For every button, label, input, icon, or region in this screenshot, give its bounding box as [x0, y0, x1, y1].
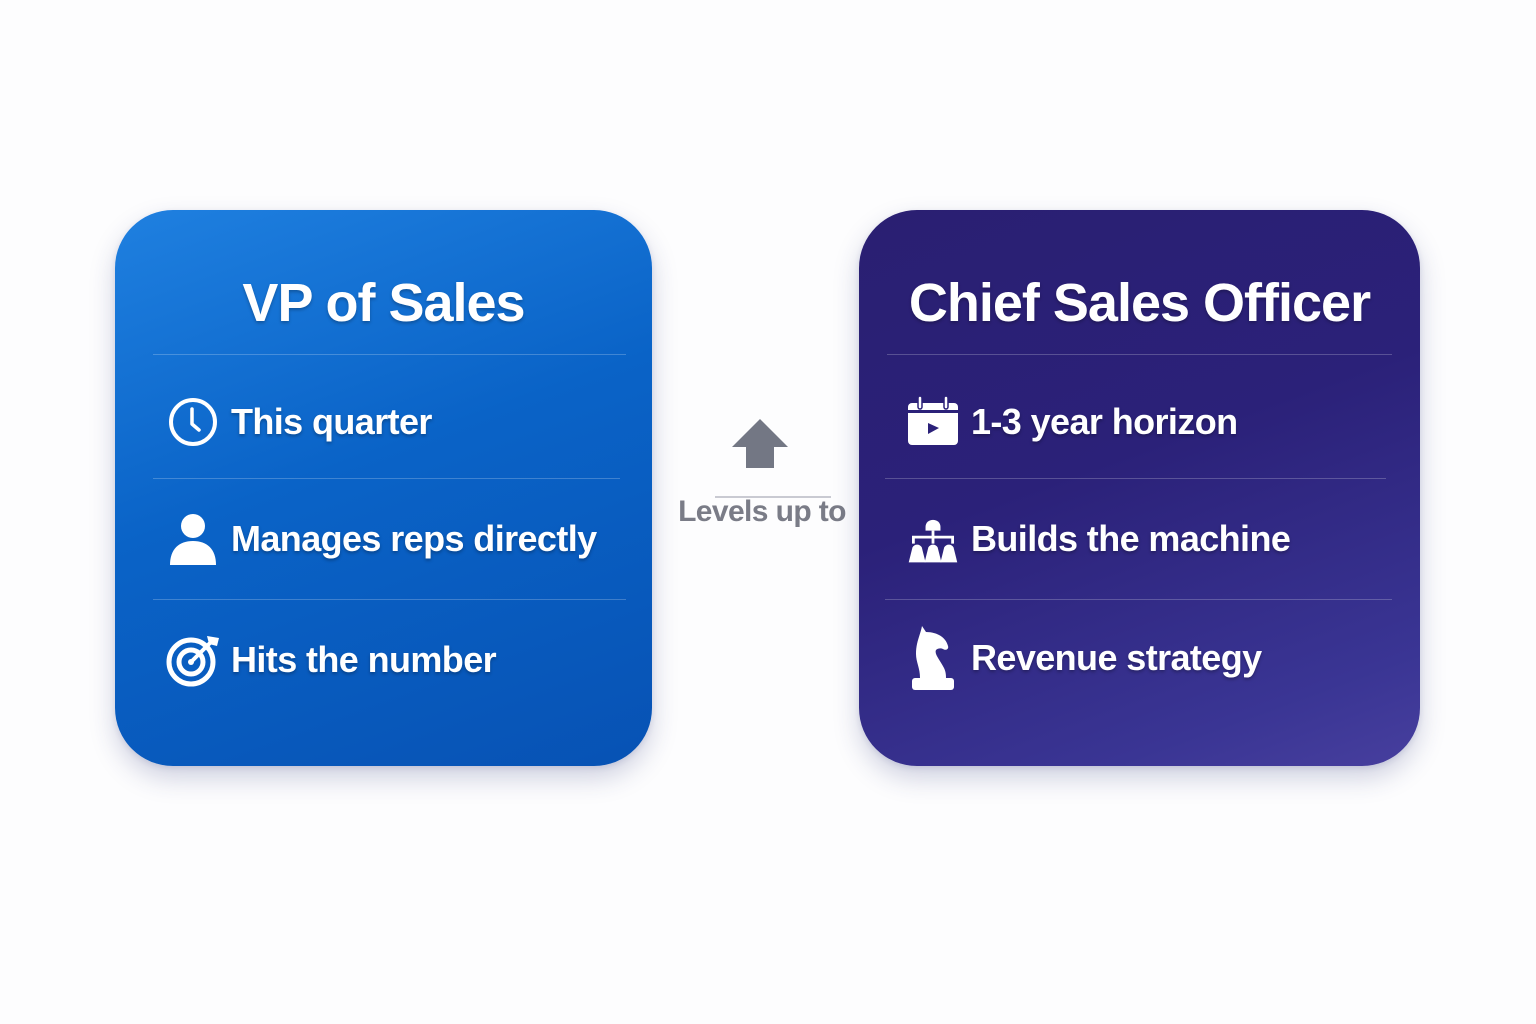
- list-item: 1-3 year horizon: [859, 392, 1420, 452]
- person-icon: [165, 511, 221, 567]
- divider: [153, 599, 626, 600]
- item-label: 1-3 year horizon: [971, 401, 1238, 442]
- vp-of-sales-card: VP of Sales This quarter Manages reps di…: [115, 210, 652, 766]
- item-label: Hits the number: [231, 639, 497, 680]
- clock-icon: [165, 394, 221, 450]
- chess-knight-icon: [905, 626, 961, 690]
- org-chart-icon: [905, 511, 961, 567]
- divider: [885, 599, 1392, 600]
- divider: [153, 478, 620, 479]
- card-title: VP of Sales: [242, 273, 525, 333]
- list-item: This quarter: [115, 392, 652, 452]
- calendar-icon: [905, 394, 961, 450]
- item-label: This quarter: [231, 401, 432, 442]
- list-item: Manages reps directly: [115, 509, 652, 569]
- chief-sales-officer-card: Chief Sales Officer 1-3 year horizon: [859, 210, 1420, 766]
- divider: [887, 354, 1392, 355]
- list-item: Revenue strategy: [859, 626, 1420, 690]
- item-label: Builds the machine: [971, 518, 1291, 559]
- list-item: Builds the machine: [859, 509, 1420, 569]
- connector-label: Levels up to: [678, 495, 846, 528]
- levels-up-connector: Levels up to: [672, 415, 852, 545]
- divider: [153, 354, 626, 355]
- connector-rule: [715, 496, 831, 498]
- card-title: Chief Sales Officer: [908, 273, 1371, 333]
- arrow-up-icon: [730, 419, 790, 474]
- item-label: Manages reps directly: [231, 518, 597, 559]
- target-icon: [165, 632, 221, 688]
- divider: [885, 478, 1386, 479]
- item-label: Revenue strategy: [971, 637, 1262, 678]
- list-item: Hits the number: [115, 630, 652, 690]
